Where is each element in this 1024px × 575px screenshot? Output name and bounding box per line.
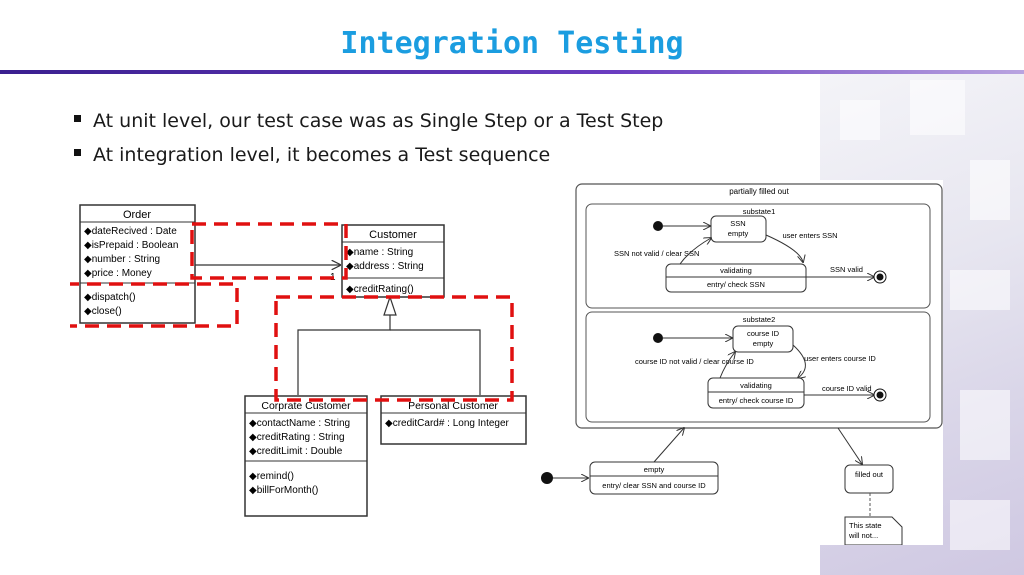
composite-label: partially filled out — [729, 187, 789, 196]
state-courseid-empty — [732, 325, 794, 353]
svg-text:empty: empty — [728, 229, 749, 238]
class-attribute: ◆price : Money — [84, 268, 152, 279]
inheritance-triangle — [383, 295, 397, 316]
class-attribute: ◆isPrepaid : Boolean — [84, 240, 178, 251]
transition-label: course ID valid — [822, 384, 872, 393]
class-operation: ◆remind() — [249, 471, 294, 482]
svg-text:validating: validating — [740, 381, 772, 390]
svg-text:course ID: course ID — [747, 329, 780, 338]
bullet-item: At integration level, it becomes a Test … — [74, 138, 663, 172]
class-customer: Customer ◆name : String ◆address : Strin… — [341, 224, 445, 298]
svg-text:validating: validating — [720, 266, 752, 275]
svg-text:entry/ clear SSN and course ID: entry/ clear SSN and course ID — [602, 481, 706, 490]
svg-text:SSN: SSN — [730, 219, 745, 228]
note-text: will not... — [848, 531, 878, 540]
state-machine: partially filled out substate1 SSN empty… — [541, 183, 943, 546]
svg-text:empty: empty — [753, 339, 774, 348]
class-name: Order — [123, 209, 151, 221]
svg-text:empty: empty — [644, 465, 665, 474]
class-corporate-customer: Corprate Customer ◆contactName : String … — [244, 395, 368, 517]
svg-text:entry/ check SSN: entry/ check SSN — [707, 280, 765, 289]
class-name: Personal Customer — [408, 400, 498, 412]
class-attribute: ◆contactName : String — [249, 418, 350, 429]
state-validating — [707, 377, 805, 409]
inheritance-line — [390, 329, 481, 395]
note-text: This state — [849, 521, 882, 530]
square-bullet-icon — [74, 114, 81, 122]
note-box — [844, 516, 903, 546]
transition-label: user enters course ID — [804, 354, 876, 363]
class-attribute: ◆creditLimit : Double — [249, 446, 343, 457]
region-label: substate2 — [743, 315, 776, 324]
class-operation: ◆close() — [84, 306, 122, 317]
diagram-svg: Order ◆dateRecived : Date ◆isPrepaid : B… — [63, 183, 943, 546]
class-name: Corprate Customer — [261, 400, 351, 412]
initial-state — [541, 472, 553, 484]
diagram-image: Order ◆dateRecived : Date ◆isPrepaid : B… — [63, 180, 943, 546]
class-attribute: ◆name : String — [346, 247, 413, 258]
square-bullet-icon — [74, 148, 81, 156]
state-validating — [665, 263, 807, 293]
svg-text:filled out: filled out — [855, 470, 884, 479]
initial-state — [653, 221, 663, 231]
bullet-text: At integration level, it becomes a Test … — [93, 144, 551, 166]
class-operation: ◆billForMonth() — [249, 485, 318, 496]
bullet-text: At unit level, our test case was as Sing… — [93, 110, 664, 132]
class-order: Order ◆dateRecived : Date ◆isPrepaid : B… — [79, 204, 196, 324]
class-personal-customer: Personal Customer ◆creditCard# : Long In… — [380, 395, 527, 445]
class-attribute: ◆creditRating : String — [249, 432, 345, 443]
transition-label: SSN valid — [830, 265, 863, 274]
class-operation: ◆creditRating() — [346, 284, 414, 295]
bullet-list: At unit level, our test case was as Sing… — [74, 104, 663, 172]
slide-title: Integration Testing — [340, 26, 684, 61]
highlight-inheritance — [274, 295, 514, 402]
class-attribute: ◆creditCard# : Long Integer — [385, 418, 510, 429]
region-label: substate1 — [743, 207, 776, 216]
class-attribute: ◆address : String — [346, 261, 424, 272]
bullet-item: At unit level, our test case was as Sing… — [74, 104, 663, 138]
svg-text:entry/ check course ID: entry/ check course ID — [719, 396, 794, 405]
transition-label: user enters SSN — [782, 231, 837, 240]
initial-state — [653, 333, 663, 343]
state-ssn-empty — [710, 215, 767, 243]
highlight-association — [190, 222, 348, 280]
transition-label: course ID not valid / clear course ID — [635, 357, 754, 366]
state-filled-out — [844, 464, 894, 494]
inheritance-line — [297, 315, 391, 395]
class-operation: ◆dispatch() — [84, 292, 136, 303]
transition-label: SSN not valid / clear SSN — [614, 249, 699, 258]
title-underline — [0, 70, 1024, 74]
class-attribute: ◆dateRecived : Date — [84, 226, 177, 237]
class-name: Customer — [369, 229, 417, 241]
class-attribute: ◆number : String — [84, 254, 160, 265]
